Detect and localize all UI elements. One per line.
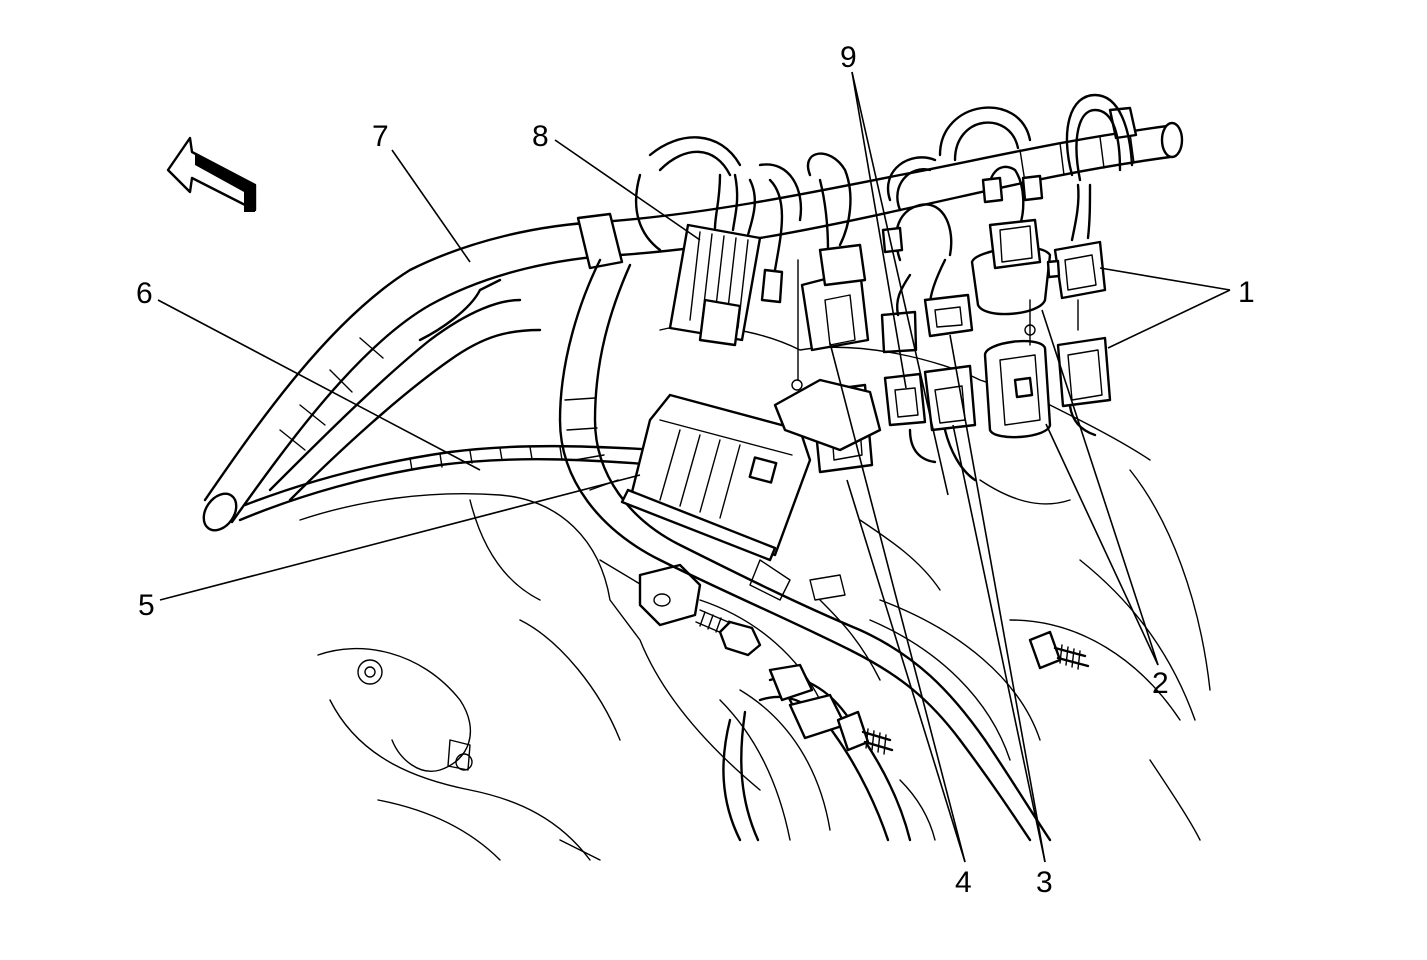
callout-4: 4	[955, 866, 972, 899]
stud-right	[1028, 630, 1090, 670]
control-module	[620, 393, 812, 562]
callout-9: 9	[840, 41, 857, 74]
mounting-bolt	[695, 609, 762, 657]
harness-bracket	[638, 563, 702, 627]
callout-8: 8	[532, 120, 549, 153]
callout-1: 1	[1238, 276, 1255, 309]
connector-2-group	[938, 106, 1052, 439]
stud-center	[836, 710, 894, 755]
harness-clips	[881, 174, 1061, 279]
connector-8-group	[634, 136, 803, 347]
direction-arrow-icon	[166, 136, 257, 212]
connector-1-group	[1053, 93, 1134, 437]
engine-block-outline	[299, 493, 761, 861]
callout-2: 2	[1152, 667, 1169, 700]
leader-lines	[157, 71, 1231, 863]
callout-labels: 1 2 3 4 5 6 7 8 9	[136, 41, 1255, 899]
fuel-lines	[722, 663, 912, 842]
callout-5: 5	[138, 589, 155, 622]
callout-7: 7	[372, 120, 389, 153]
main-wiring-harness	[202, 106, 1184, 532]
callout-3: 3	[1036, 866, 1053, 899]
branch-harness	[238, 278, 662, 522]
lower-harness-branch	[558, 258, 1052, 842]
connector-3-upper	[880, 156, 977, 482]
callout-6: 6	[136, 277, 153, 310]
